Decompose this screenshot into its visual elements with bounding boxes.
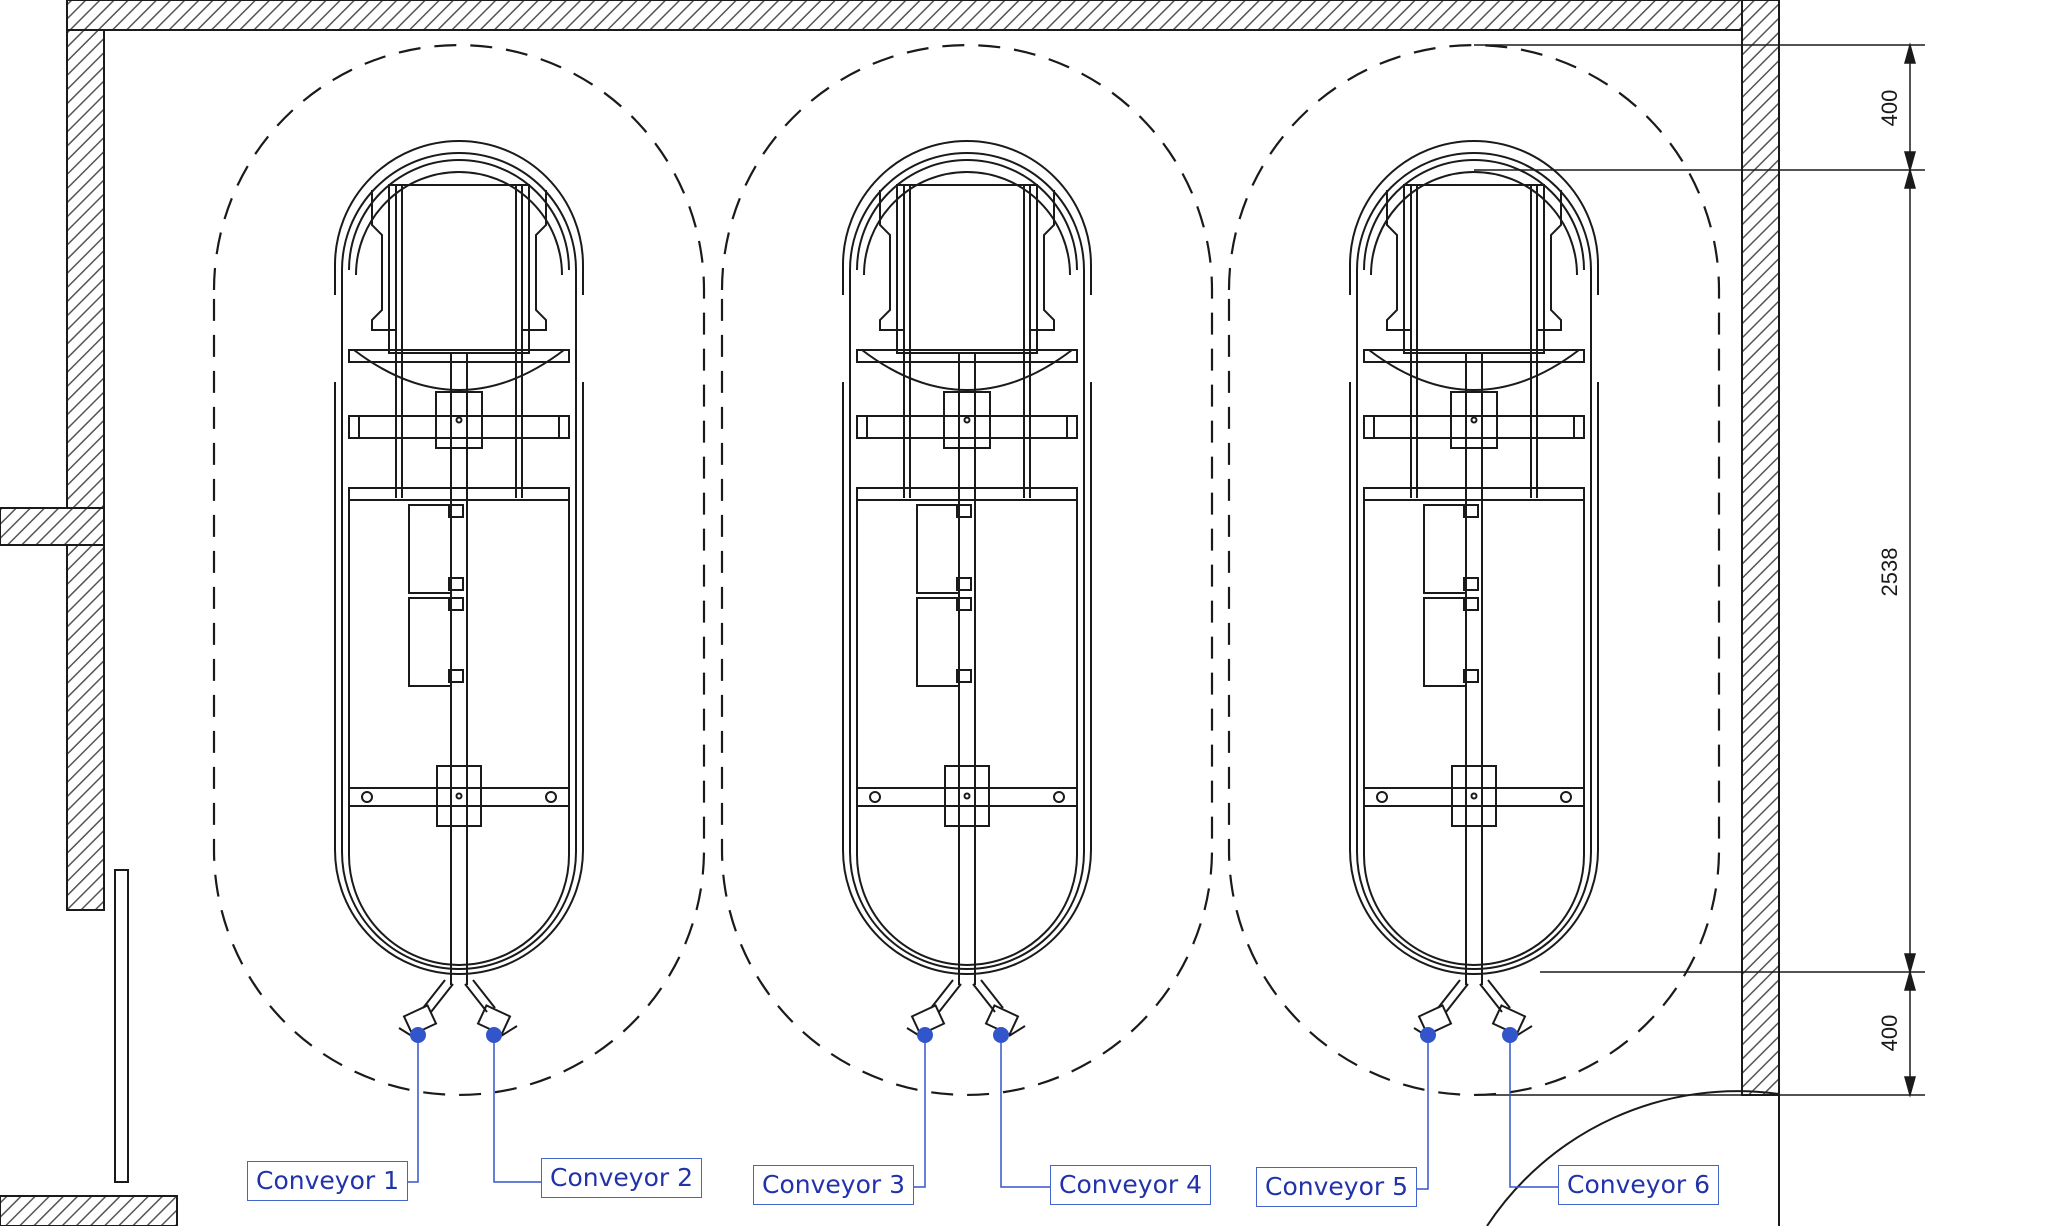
- conveyor-5-point: [1420, 1027, 1436, 1043]
- machine-unit-2: [720, 43, 1214, 1097]
- conveyor-3-label: Conveyor 3: [753, 1165, 914, 1205]
- conveyor-1-label: Conveyor 1: [247, 1161, 408, 1201]
- conveyor-4-label: Conveyor 4: [1050, 1165, 1211, 1205]
- machine-unit-3: [1227, 43, 1721, 1097]
- conveyor-6-point: [1502, 1027, 1518, 1043]
- conveyor-2-point: [486, 1027, 502, 1043]
- conveyor-6-label: Conveyor 6: [1558, 1165, 1719, 1205]
- dimension-lines: [1474, 42, 1925, 1098]
- conveyor-2-label: Conveyor 2: [541, 1158, 702, 1198]
- dimension-machine-length: 2538: [1877, 548, 1902, 597]
- dimension-top-clearance: 400: [1877, 90, 1902, 127]
- wall-right: [1741, 0, 1780, 1226]
- door-swing-arc: [1486, 1090, 1780, 1226]
- conveyor-5-label: Conveyor 5: [1256, 1167, 1417, 1207]
- conveyor-4-point: [993, 1027, 1009, 1043]
- conveyor-3-point: [917, 1027, 933, 1043]
- wall-top: [66, 0, 1780, 31]
- dimension-bottom-clearance: 400: [1877, 1015, 1902, 1052]
- wall-left: [0, 0, 178, 1226]
- machine-unit-1: [212, 43, 706, 1097]
- conveyor-1-point: [410, 1027, 426, 1043]
- conveyor-points: [410, 1027, 1518, 1043]
